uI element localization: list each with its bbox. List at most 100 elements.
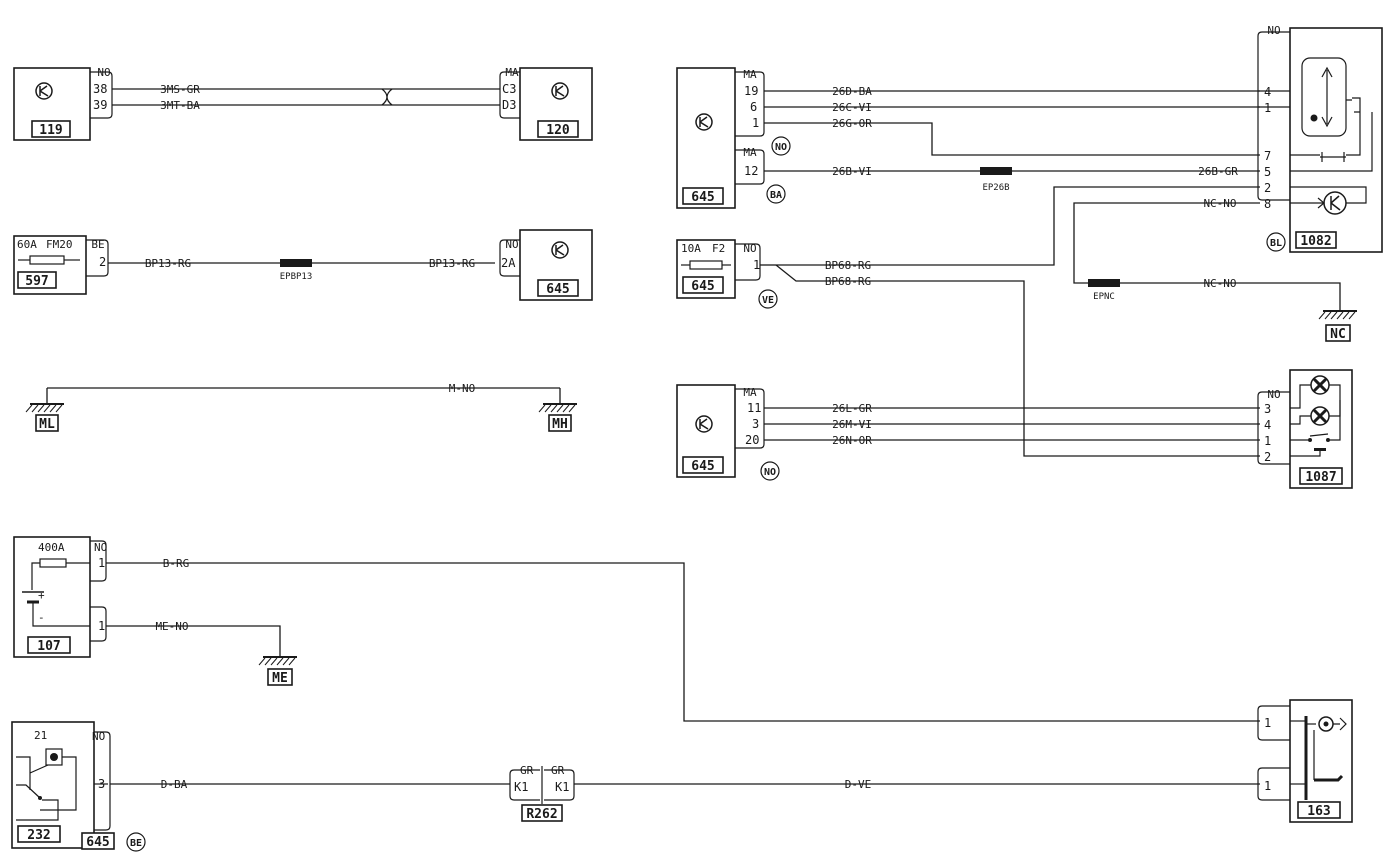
splice-label: EP26B [982,183,1009,193]
pin-label: 2 [1264,181,1271,195]
relay-number: 21 [34,729,47,742]
fuse-ref: FM20 [46,238,73,251]
connector-color: BE [91,238,104,251]
component-id: 107 [37,639,60,654]
wire-bp68-b [775,264,1260,457]
wire-label: BP68-RG [825,259,871,272]
wire-bp68-a [776,186,1260,266]
component-id: 597 [25,274,48,289]
connector-color: GR [520,764,534,777]
wire-label: BP13-RG [145,257,191,270]
splice-epnc [1088,279,1120,287]
component-232: 21 232 [11,721,108,849]
component-645-bp13: 645 [499,229,593,301]
wire-label: D-VE [845,778,872,791]
circled-color-no: NO [764,467,776,478]
component-id: 645 [691,459,714,474]
component-id: 119 [39,123,62,138]
wire-label: BP68-RG [825,275,871,288]
ground-mh [548,414,572,432]
battery-plus: + [38,589,45,602]
pin-label: 11 [747,401,761,415]
pin-label: 1 [752,116,759,130]
wire-label: B-RG [163,557,190,570]
svg-text:ME: ME [272,671,288,686]
circled-color-ba: BA [770,190,782,201]
pin-label: 1 [1264,101,1271,115]
pin-label: 7 [1264,149,1271,163]
component-id: 163 [1307,804,1330,819]
pin-label: 1 [753,258,760,272]
circled-color-be: BE [130,838,142,849]
component-id: 1082 [1300,234,1331,249]
wire-label: 26G-OR [832,117,872,130]
fuse-rating: 400A [38,541,65,554]
splice-label: EPNC [1093,292,1115,302]
pin-label: 1 [1264,434,1271,448]
component-107: 107 [13,536,107,658]
wire-label: 26N-OR [832,434,872,447]
wire-label: 26L-GR [832,402,872,415]
splice-epbp13 [280,259,312,267]
ground-nc [1325,324,1351,342]
pin-label: 1 [98,556,105,570]
component-id: R262 [526,807,557,822]
pin-label: D3 [502,98,516,112]
svg-text:NC: NC [1330,327,1346,342]
wire-label: 3MT-BA [160,99,200,112]
svg-text:MH: MH [552,417,568,432]
pin-label: K1 [555,780,569,794]
wire-26g [764,122,1260,156]
svg-text:ML: ML [39,417,55,432]
component-id: 645 [691,190,714,205]
pin-label: 1 [1264,779,1271,793]
wire-label: NC-NO [1203,277,1236,290]
pin-label: 20 [745,433,759,447]
circled-color-bl: BL [1270,238,1282,249]
wire-label: D-BA [161,778,188,791]
pin-label: 39 [93,98,107,112]
fuse-rating: 10A [681,242,701,255]
wire-label: BP13-RG [429,257,475,270]
fuse-rating: 60A [17,238,37,251]
connector-color: NO [94,541,107,554]
connector-color: NO [505,238,518,251]
component-1087: 1087 [1257,369,1353,489]
connector-color: NO [92,730,105,743]
connector-color: MA [743,146,757,159]
pin-label: 5 [1264,165,1271,179]
pin-label: 2 [99,255,106,269]
pin-label: 8 [1264,197,1271,211]
ground-me [267,668,293,686]
pin-label: K1 [514,780,528,794]
connector-color: NO [1267,388,1280,401]
component-id: 1087 [1305,470,1336,485]
connector-color: GR [551,764,565,777]
pin-label: 3 [752,417,759,431]
connector-r262: R262 [509,766,575,822]
connector-color: MA [743,386,757,399]
ground-ml [35,414,59,432]
pin-label: 6 [750,100,757,114]
wire-label: 26D-BA [832,85,872,98]
pin-label: 2A [501,256,516,270]
pin-label: 12 [744,164,758,178]
connector-color: MA [743,68,757,81]
wire-label: NC-NO [1203,197,1236,210]
wire-label: ME-NO [155,620,188,633]
component-645-lamps: 645 [676,384,765,478]
pin-label: 1 [98,619,105,633]
wire-b-rg [106,562,1260,722]
battery-minus: - [38,611,45,624]
twisted-pair-marker [381,88,393,106]
component-119: 119 [13,67,113,141]
wire-label: 26B-VI [832,165,872,178]
component-id: 645 [691,279,714,294]
component-id: 645 [546,282,569,297]
wire-label: 26C-VI [832,101,872,114]
component-645-fuse: 645 [676,239,761,299]
pin-label: 3 [1264,402,1271,416]
circled-color-no: NO [775,142,787,153]
component-id: 120 [546,123,570,138]
